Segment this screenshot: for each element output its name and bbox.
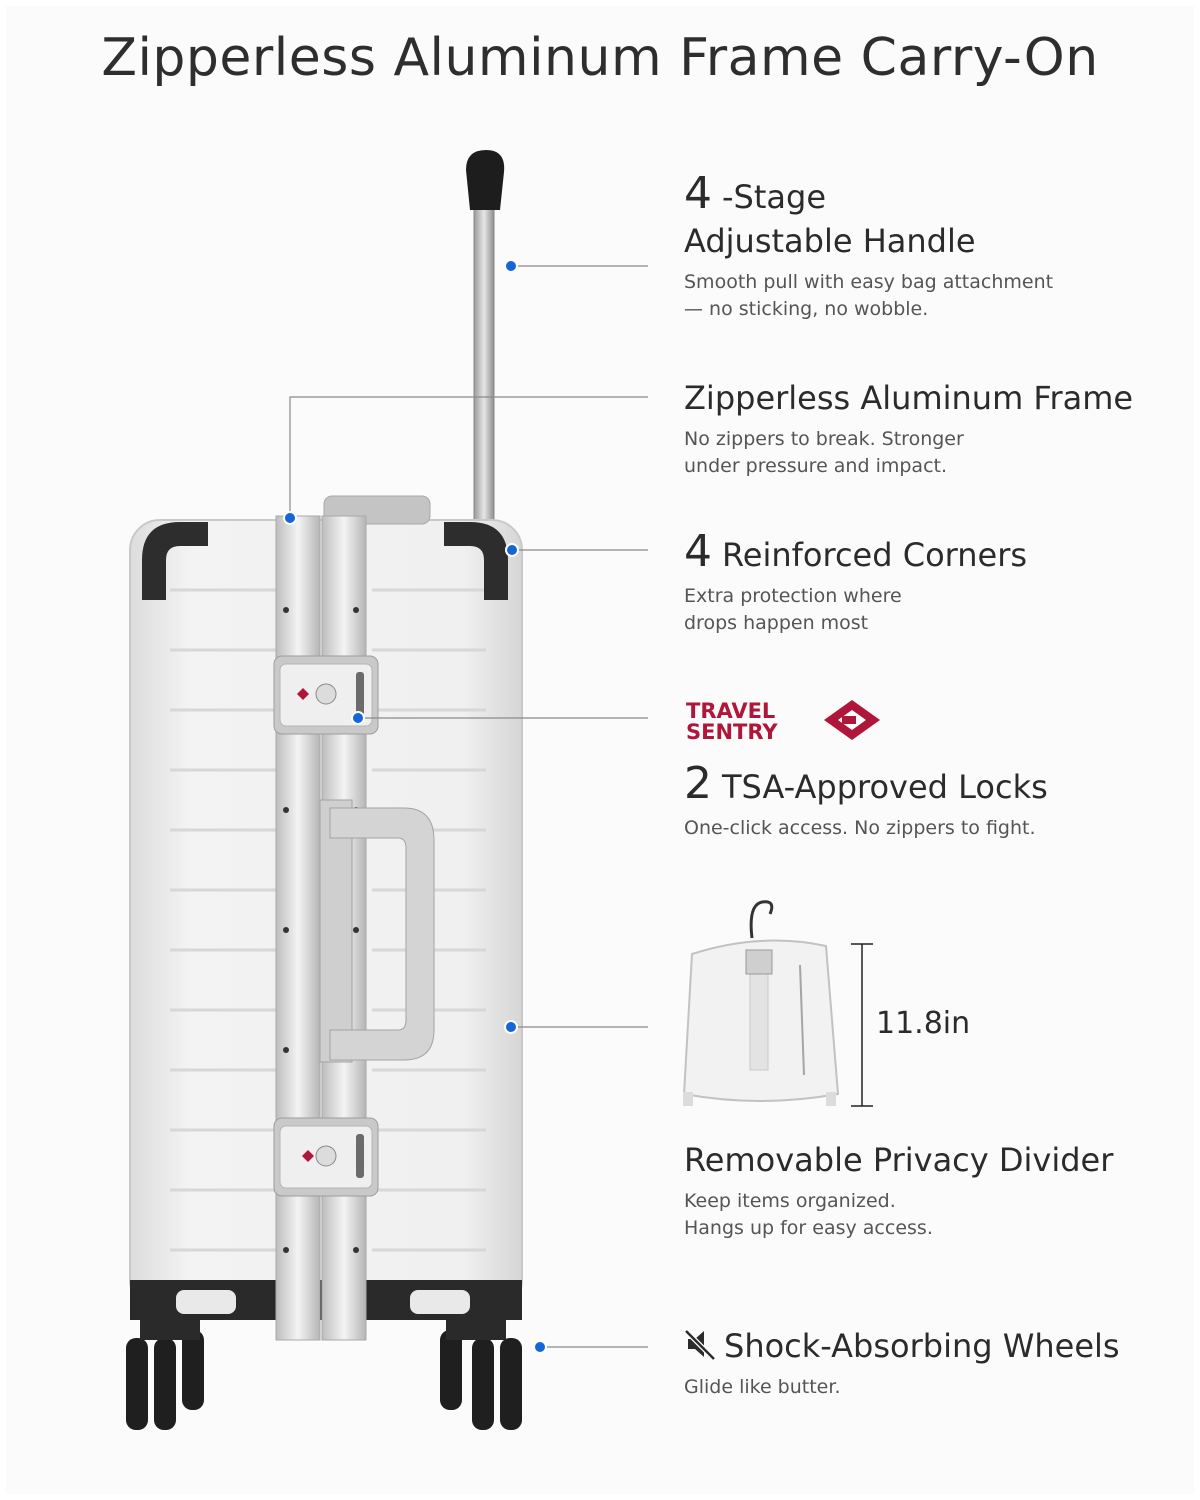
feature-title-text: TSA-Approved Locks xyxy=(722,768,1048,806)
desc-line: drops happen most xyxy=(684,612,869,634)
desc-line: — no sticking, no wobble. xyxy=(684,298,929,320)
feature-shock-absorbing-wheels: Shock-Absorbing Wheels Glide like butter… xyxy=(684,1324,1174,1401)
divider-dimension-line xyxy=(851,943,873,1107)
reinforced-corners xyxy=(142,522,508,600)
travel-sentry-diamond-icon xyxy=(824,700,880,740)
desc-line: Glide like butter. xyxy=(684,1376,841,1398)
feature-number: 4 xyxy=(684,526,712,577)
callout-lines xyxy=(289,265,648,1348)
mute-speaker-icon xyxy=(684,1329,716,1361)
feature-description: No zippers to break. Stronger under pres… xyxy=(684,426,1174,480)
telescopic-handle xyxy=(466,150,505,526)
feature-title: 4-Stage xyxy=(684,172,1174,219)
feature-description: One-click access. No zippers to fight. xyxy=(684,815,1174,842)
logo-text-line1: TRAVEL xyxy=(686,699,775,723)
privacy-divider-image xyxy=(682,900,840,1106)
desc-line: Extra protection where xyxy=(684,585,902,607)
feature-aluminum-frame: Zipperless Aluminum Frame No zippers to … xyxy=(684,376,1174,480)
feature-description: Keep items organized. Hangs up for easy … xyxy=(684,1188,1174,1242)
feature-title-text: Reinforced Corners xyxy=(722,536,1028,574)
feature-title-line1: -Stage xyxy=(722,178,827,216)
aluminum-frame xyxy=(275,515,367,1341)
desc-line: No zippers to break. Stronger xyxy=(684,428,964,450)
desc-line: Hangs up for easy access. xyxy=(684,1217,933,1239)
feature-description: Smooth pull with easy bag attachment — n… xyxy=(684,269,1174,323)
travel-sentry-logo: TRAVEL SENTRY xyxy=(686,699,880,742)
desc-line: Smooth pull with easy bag attachment xyxy=(684,271,1054,293)
feature-privacy-divider: Removable Privacy Divider Keep items org… xyxy=(684,1138,1174,1242)
feature-title: Zipperless Aluminum Frame xyxy=(684,379,1134,417)
feature-title: Removable Privacy Divider xyxy=(684,1141,1114,1179)
desc-line: under pressure and impact. xyxy=(684,455,948,477)
feature-title: Shock-Absorbing Wheels xyxy=(684,1324,1174,1368)
desc-line: One-click access. No zippers to fight. xyxy=(684,817,1036,839)
side-handle xyxy=(319,799,435,1063)
divider-height-label: 11.8in xyxy=(876,1006,971,1041)
callout-dots xyxy=(283,259,547,1354)
feature-description: Glide like butter. xyxy=(684,1374,1174,1401)
feature-title-text: Shock-Absorbing Wheels xyxy=(724,1327,1120,1365)
feature-title-line2: Adjustable Handle xyxy=(684,222,976,260)
feature-description: Extra protection where drops happen most xyxy=(684,583,1174,637)
logo-text-line2: SENTRY xyxy=(686,720,778,742)
tsa-locks xyxy=(273,655,379,1197)
page-title: Zipperless Aluminum Frame Carry-On xyxy=(101,28,1099,88)
feature-number: 4 xyxy=(684,168,712,219)
desc-line: Keep items organized. xyxy=(684,1190,896,1212)
feature-adjustable-handle: 4-Stage Adjustable Handle Smooth pull wi… xyxy=(684,172,1174,323)
feature-number: 2 xyxy=(684,758,712,809)
